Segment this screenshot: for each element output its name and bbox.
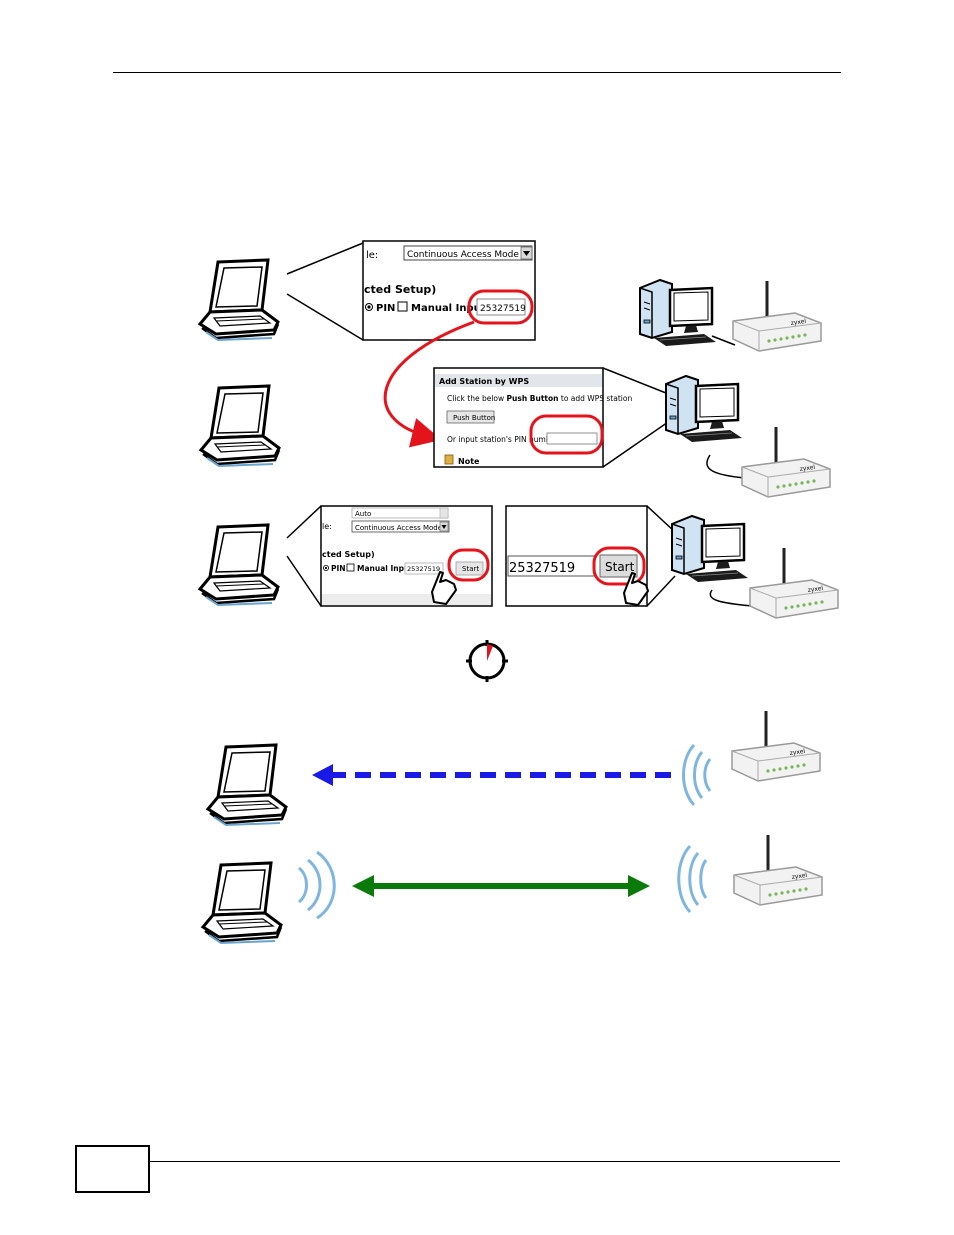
svg-text:Click the below Push Button to: Click the below Push Button to add WPS s… — [447, 394, 632, 403]
panel1-manual-input-label: Manual Input — [411, 303, 486, 314]
panel3-mode-label: le: — [322, 522, 332, 531]
panel1-setup-label: cted Setup) — [364, 283, 436, 296]
panel2-instruction-pre: Click the below — [447, 394, 507, 403]
station-pin-input[interactable] — [547, 433, 597, 444]
panel4-start-label: Start — [605, 560, 635, 574]
router-start-panel: 25327519 Start — [506, 506, 648, 606]
client-pin-panel: le: Continuous Access Mode cted Setup) P… — [363, 241, 535, 340]
panel1-pin-value: 25327519 — [480, 304, 526, 314]
page-number-box — [75, 1145, 150, 1193]
panel4-pin-value: 25327519 — [509, 561, 575, 576]
laptop-icon — [200, 260, 278, 340]
router-icon — [733, 281, 821, 351]
panel1-pin-label: PIN — [376, 303, 395, 314]
desktop-computer-icon — [672, 516, 748, 582]
panel3-mode-value: Continuous Access Mode — [355, 524, 442, 532]
router-icon — [734, 835, 822, 905]
desktop-computer-icon — [666, 376, 742, 442]
panel1-mode-value: Continuous Access Mode — [407, 250, 519, 260]
laptop-icon — [208, 745, 286, 825]
laptop-icon — [203, 863, 281, 943]
panel3-pin-label: PIN — [331, 564, 346, 573]
panel1-mode-label: le: — [366, 250, 378, 261]
panel3-field-value: Auto — [355, 510, 371, 518]
router-icon — [742, 427, 830, 497]
router-wps-panel: Add Station by WPS Click the below Push … — [434, 368, 632, 467]
panel2-push-button-label: Push Button — [453, 414, 495, 422]
footer-rule — [150, 1161, 840, 1162]
router-icon — [750, 548, 838, 618]
client-start-panel: Auto le: Continuous Access Mode cted Set… — [321, 506, 492, 606]
panel3-setup-label: cted Setup) — [322, 550, 375, 559]
desktop-computer-icon — [640, 280, 716, 346]
panel2-title: Add Station by WPS — [439, 377, 529, 386]
panel2-instruction-bold: Push Button — [507, 394, 559, 403]
panel3-pin-value: 25327519 — [407, 565, 440, 573]
panel3-start-label: Start — [462, 565, 479, 573]
wireless-wave-icon — [299, 852, 334, 918]
panel2-pin-field-label: Or input station's PIN number: — [447, 435, 561, 444]
laptop-icon — [201, 386, 279, 466]
timer-icon — [466, 640, 508, 682]
wireless-wave-icon — [679, 846, 706, 912]
router-icon — [732, 711, 820, 781]
note-icon — [445, 455, 453, 464]
wireless-wave-icon — [684, 745, 711, 805]
panel2-instruction-post: to add WPS station — [559, 394, 633, 403]
panel2-note-label: Note — [458, 457, 480, 466]
laptop-icon — [200, 525, 278, 605]
